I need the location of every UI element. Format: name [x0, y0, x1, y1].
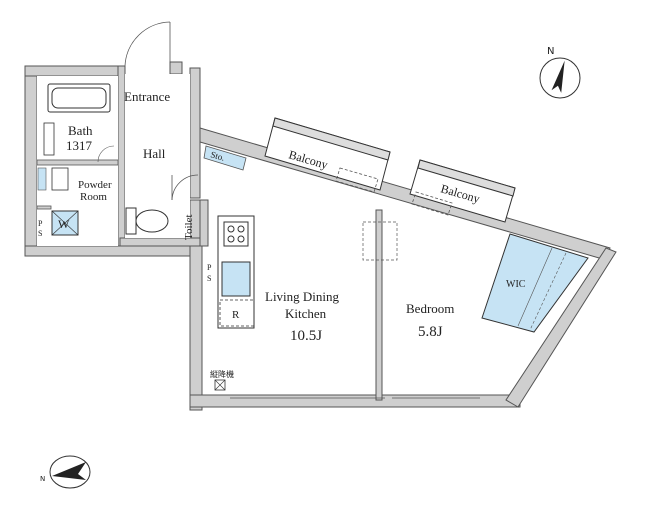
north-arrow-icon: [551, 60, 565, 93]
label-bedroom: Bedroom: [406, 301, 454, 316]
label-living-1: Living Dining: [265, 289, 340, 304]
label-refrigerator: R: [232, 309, 240, 321]
label-ps-2a: P: [207, 263, 212, 272]
wall-diagonal-right: [505, 247, 617, 408]
powder-sink: [51, 167, 69, 191]
wall-living-bedroom: [375, 209, 383, 401]
bathtub: [47, 83, 111, 113]
label-bath-size: 1317: [66, 138, 93, 153]
ac-unit-1: [335, 167, 379, 193]
compass-small-north-label: N: [40, 475, 45, 483]
wall-diagonal-top: [199, 127, 611, 261]
wall-bath-powder: [36, 159, 119, 166]
north-arrow-small-icon: [52, 462, 86, 480]
label-ps-1a: P: [38, 219, 43, 228]
refrigerator-box: [219, 299, 255, 327]
powder-door-arc: [97, 145, 115, 163]
entrance-door-arc: [124, 21, 171, 67]
walls: [24, 61, 617, 411]
label-wic: WIC: [506, 279, 526, 290]
toilet-door-arc: [171, 174, 199, 201]
bath-internal-walls: [36, 159, 119, 210]
label-ps-1b: S: [38, 229, 42, 238]
label-ps-2b: S: [207, 274, 211, 283]
wall-powder-ps: [36, 205, 52, 210]
wic-area: [481, 233, 589, 333]
wall-top-bath: [24, 65, 126, 77]
label-hall: Hall: [143, 146, 166, 161]
label-bedroom-size: 5.8J: [418, 324, 443, 340]
toilet-fixture: [125, 207, 169, 235]
balcony-2: [409, 159, 516, 223]
label-ventilation: 縦降機: [210, 369, 234, 379]
label-storage: Sto.: [209, 149, 225, 163]
storage-box: [203, 145, 247, 171]
north-compass: N: [539, 46, 581, 99]
label-toilet: Toilet: [183, 214, 195, 240]
label-living-size: 10.5J: [290, 328, 322, 344]
label-powder-1: Powder: [78, 179, 112, 191]
wall-entrance-right: [169, 61, 183, 75]
label-bath: Bath: [68, 123, 93, 138]
powder-blue-panel: [37, 167, 47, 191]
wall-bottom: [189, 394, 521, 408]
sliding-door-marks: [362, 221, 398, 261]
wall-toilet-right: [199, 199, 209, 247]
bath-side-box: [43, 122, 55, 156]
wall-living-left: [189, 199, 203, 411]
label-powder-2: Room: [80, 191, 107, 203]
ac-unit-2: [411, 191, 453, 216]
label-washer: W: [58, 217, 70, 231]
wall-hall-right: [189, 67, 201, 199]
wall-bottom-bath: [24, 245, 201, 257]
wall-left: [24, 65, 38, 257]
balcony-1: [264, 117, 391, 191]
compass-north-label: N: [547, 46, 554, 57]
kitchen-sink: [221, 261, 251, 297]
ventilation-box: [214, 379, 226, 391]
label-entrance: Entrance: [124, 89, 170, 104]
label-living-2: Kitchen: [285, 306, 327, 321]
north-compass-small: N: [40, 455, 91, 489]
